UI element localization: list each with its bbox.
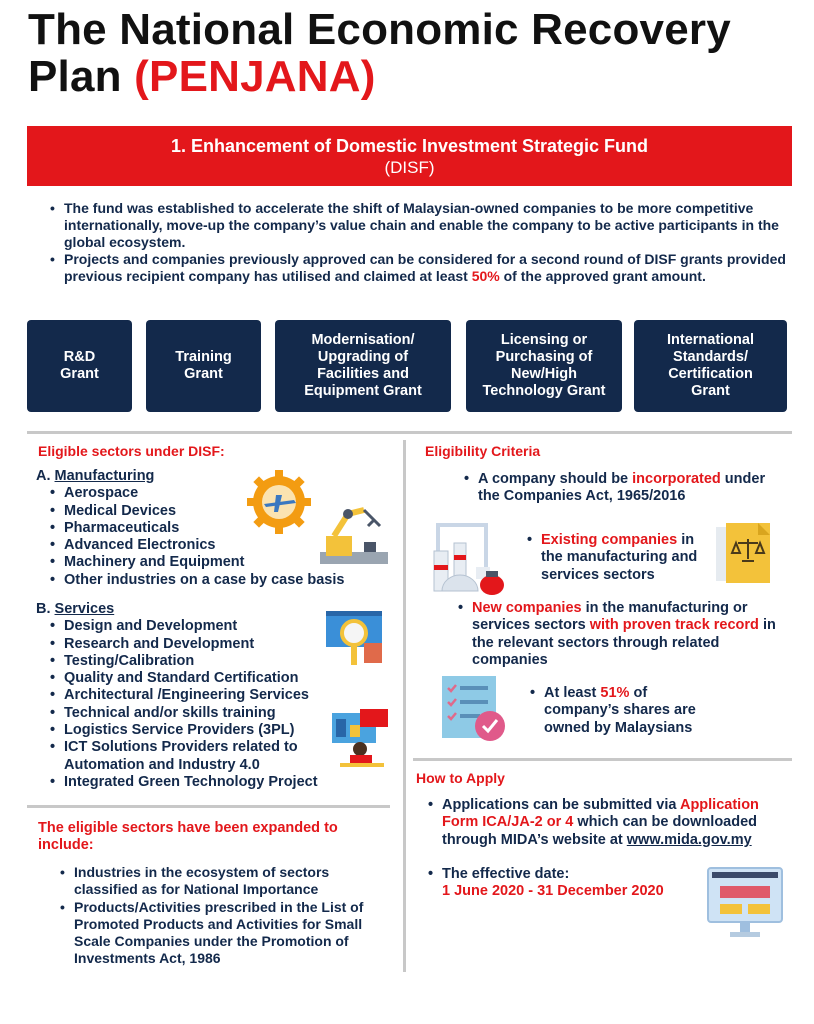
list-item: Logistics Service Providers (3PL): [48, 722, 348, 740]
list-item: Pharmaceuticals: [48, 520, 378, 538]
list-item: Design and Development: [48, 618, 348, 636]
divider-left: [27, 805, 390, 808]
manufacturing-list: A. Manufacturing Aerospace Medical Devic…: [36, 468, 378, 590]
intro-bullet-text: The fund was established to accelerate t…: [64, 200, 779, 250]
list-item: Architectural /Engineering Services: [48, 687, 348, 705]
apply-item: The effective date:1 June 2020 - 31 Dece…: [426, 866, 706, 901]
criteria-text: of company’s shares are owned by Malaysi…: [544, 685, 696, 736]
list-item: Integrated Green Technology Project: [48, 774, 348, 792]
intro-bullet-text: Projects and companies previously approv…: [64, 251, 786, 284]
grant-label: Licensing or Purchasing of New/High Tech…: [482, 332, 606, 399]
grant-rd: R&D Grant: [27, 320, 132, 412]
grant-label: R&D Grant: [60, 349, 99, 382]
grant-label: Training Grant: [175, 349, 232, 382]
criteria-highlight: incorporated: [632, 471, 721, 487]
expanded-list: Industries in the ecosystem of sectors c…: [58, 864, 378, 968]
title-main: The National Economic Recovery Plan: [28, 5, 731, 101]
criteria-text: in the manufacturing and services sector…: [541, 532, 698, 583]
list-item: ICT Solutions Providers related to Autom…: [48, 739, 308, 774]
apply-text: Applications can be submitted via: [442, 797, 680, 813]
apply-text: which can be downloaded through MIDA’s w…: [442, 814, 758, 848]
list-prefix: A.: [36, 468, 55, 484]
list-item: Machinery and Equipment: [48, 554, 378, 572]
grant-international: International Standards/ Certification G…: [634, 320, 787, 412]
list-item: Other industries on a case by case basis: [48, 572, 378, 590]
effective-date: 1 June 2020 - 31 December 2020: [442, 883, 664, 900]
criteria-2: Existing companies in the manufacturing …: [525, 532, 700, 584]
list-item: Advanced Electronics: [48, 537, 378, 555]
robot-arm-icon: [320, 507, 388, 564]
apply-text: The effective date:: [442, 866, 570, 882]
grant-training: Training Grant: [146, 320, 261, 412]
intro-bullet-text: of the approved grant amount.: [499, 268, 706, 284]
expanded-heading: The eligible sectors have been expanded …: [38, 820, 338, 853]
criteria-heading: Eligibility Criteria: [425, 443, 541, 459]
factory-icon: [433, 523, 504, 595]
checklist-icon: [442, 676, 505, 741]
manufacturing-label: Manufacturing: [54, 468, 155, 484]
apply-date-list: The effective date:1 June 2020 - 31 Dece…: [426, 866, 706, 901]
list-item: Quality and Standard Certification: [48, 670, 348, 688]
criteria-text: in the relevant sectors through related …: [472, 617, 776, 668]
criteria-1: A company should be incorporated under t…: [462, 471, 782, 506]
apply-highlight: Application Form ICA/JA-2 or 4: [442, 797, 759, 831]
grant-label: International Standards/ Certification G…: [666, 332, 754, 399]
services-label: Services: [54, 601, 115, 617]
criteria-3: New companies in the manufacturing or se…: [456, 600, 781, 669]
section-banner: 1. Enhancement of Domestic Investment St…: [27, 126, 792, 186]
criteria-highlight: with proven track record: [589, 617, 759, 634]
title-highlight: (PENJANA): [134, 52, 376, 101]
magnifier-screen-icon: [326, 611, 382, 665]
banner-line-2: (DISF): [384, 158, 435, 177]
criteria-highlight: Existing companies: [541, 532, 678, 548]
list-item: Research and Development: [48, 636, 348, 654]
criteria-text: under the Companies Act, 1965/2016: [478, 471, 766, 505]
legal-document-icon: [716, 523, 770, 583]
list-prefix: B.: [36, 601, 55, 617]
apply-item: Applications can be submitted via Applic…: [426, 797, 788, 849]
grant-modernisation: Modernisation/ Upgrading of Facilities a…: [275, 320, 451, 412]
criteria-text: in the manufacturing or services sectors: [472, 600, 748, 634]
divider-vertical: [403, 440, 406, 972]
sectors-heading: Eligible sectors under DISF:: [38, 443, 225, 459]
list-item: Technical and/or skills training: [48, 705, 348, 723]
design-team-icon: [332, 709, 388, 767]
criteria-text: At least: [544, 685, 601, 701]
intro-list: The fund was established to accelerate t…: [48, 200, 788, 285]
grant-label: Modernisation/ Upgrading of Facilities a…: [304, 332, 422, 399]
intro-bullet: Projects and companies previously approv…: [48, 251, 788, 285]
list-item: Testing/Calibration: [48, 653, 348, 671]
criteria-item: Existing companies in the manufacturing …: [525, 532, 700, 584]
page-title: The National Economic Recovery Plan (PEN…: [28, 6, 808, 100]
intro-highlight: 50%: [471, 268, 500, 284]
list-item: Products/Activities prescribed in the Li…: [58, 899, 378, 968]
apply-heading: How to Apply: [416, 770, 505, 786]
divider-right: [413, 758, 792, 761]
criteria-4: At least 51% of company’s shares are own…: [528, 685, 713, 737]
list-item: Industries in the ecosystem of sectors c…: [58, 864, 348, 899]
criteria-item: New companies in the manufacturing or se…: [456, 600, 781, 669]
list-item: Medical Devices: [48, 503, 378, 521]
mida-website-link[interactable]: www.mida.gov.my: [626, 831, 752, 848]
criteria-item: At least 51% of company’s shares are own…: [528, 685, 713, 737]
computer-monitor-icon: [707, 867, 783, 937]
criteria-text: A company should be: [478, 471, 633, 487]
grant-licensing: Licensing or Purchasing of New/High Tech…: [466, 320, 622, 412]
gear-plane-icon: [247, 470, 311, 534]
divider-horizontal: [27, 431, 792, 434]
services-heading: B. Services: [36, 601, 348, 618]
services-list: B. Services Design and Development Resea…: [36, 601, 348, 792]
intro-bullet: The fund was established to accelerate t…: [48, 200, 788, 251]
apply-list: Applications can be submitted via Applic…: [426, 797, 788, 849]
manufacturing-heading: A. Manufacturing: [36, 468, 378, 485]
criteria-item: A company should be incorporated under t…: [462, 471, 782, 506]
banner-line-1: 1. Enhancement of Domestic Investment St…: [170, 136, 649, 156]
criteria-highlight: 51%: [600, 685, 630, 701]
list-item: Aerospace: [48, 485, 378, 503]
criteria-highlight: New companies: [472, 600, 582, 616]
